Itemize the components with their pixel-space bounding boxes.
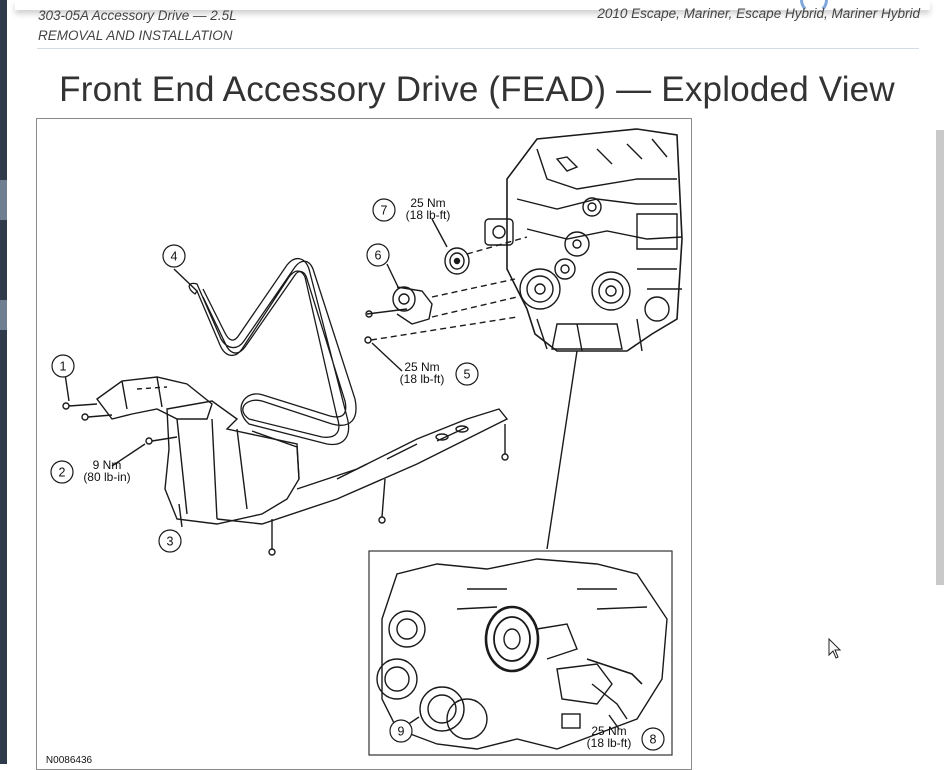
detail-inset	[368, 550, 673, 756]
callout-1	[51, 354, 75, 378]
splash-shield	[145, 400, 509, 556]
callout-7-num: 7	[381, 204, 388, 218]
bracket	[62, 376, 213, 421]
callout-5	[455, 362, 479, 386]
callout-7	[372, 198, 396, 222]
page-title: Front End Accessory Drive (FEAD) — Explo…	[59, 70, 895, 109]
callout-6	[366, 243, 390, 267]
callout-5-num: 5	[464, 368, 471, 382]
leader-3	[178, 503, 183, 528]
leader-8	[608, 714, 620, 730]
callout-9	[389, 719, 413, 743]
belt-tensioner	[365, 278, 518, 325]
top-toolbar-shadow	[15, 0, 930, 10]
callout-1-num: 1	[60, 360, 67, 374]
vehicle-label: 2010 Escape, Mariner, Escape Hybrid, Mar…	[597, 6, 920, 21]
torque-7-imp: (18 lb-ft)	[406, 208, 451, 222]
torque-8-imp: (18 lb-ft)	[587, 736, 632, 750]
mouse-cursor-icon	[828, 638, 842, 659]
callout-2-num: 2	[59, 466, 66, 480]
callout-3-num: 3	[167, 535, 174, 549]
torque-7-nm: 25 Nm	[410, 196, 445, 210]
callout-2	[50, 460, 74, 484]
header-divider	[37, 48, 919, 49]
callout-3	[158, 529, 182, 553]
leader-1	[64, 373, 70, 402]
tensioner-bolt	[364, 316, 518, 344]
section-label: 303-05A Accessory Drive — 2.5L	[38, 8, 237, 23]
leader-2	[111, 443, 146, 467]
torque-5-imp: (18 lb-ft)	[400, 372, 445, 386]
torque-2-imp: (80 lb-in)	[83, 470, 130, 484]
document-header-left: 303-05A Accessory Drive — 2.5L REMOVAL A…	[38, 6, 237, 46]
fead-diagram: 1 2 3 4 5 6 7 8 9 9 Nm (80 lb-in) 25 Nm …	[46, 128, 683, 765]
callout-6-num: 6	[375, 249, 382, 263]
callout-8-num: 8	[650, 733, 657, 747]
detail-leader-line	[546, 350, 578, 550]
torque-5-nm: 25 Nm	[404, 360, 439, 374]
callout-4-num: 4	[171, 250, 178, 264]
callout-9-num: 9	[398, 725, 405, 739]
idler-pulley	[444, 236, 528, 275]
exploded-view-figure: 1 2 3 4 5 6 7 8 9 9 Nm (80 lb-in) 25 Nm …	[36, 118, 692, 770]
torque-8-nm: 25 Nm	[591, 724, 626, 738]
leader-4	[173, 268, 198, 292]
drive-belt	[188, 258, 357, 446]
leader-6	[386, 263, 400, 290]
leader-5	[371, 342, 403, 372]
figure-id: N0086436	[46, 755, 93, 765]
window-left-edge	[0, 0, 7, 764]
leader-7	[431, 218, 448, 248]
callout-8	[641, 727, 665, 751]
vertical-scrollbar[interactable]	[936, 130, 944, 585]
torque-2-nm: 9 Nm	[93, 458, 122, 472]
callout-4	[162, 244, 186, 268]
engine-illustration	[484, 128, 683, 352]
procedure-label: REMOVAL AND INSTALLATION	[38, 28, 233, 43]
